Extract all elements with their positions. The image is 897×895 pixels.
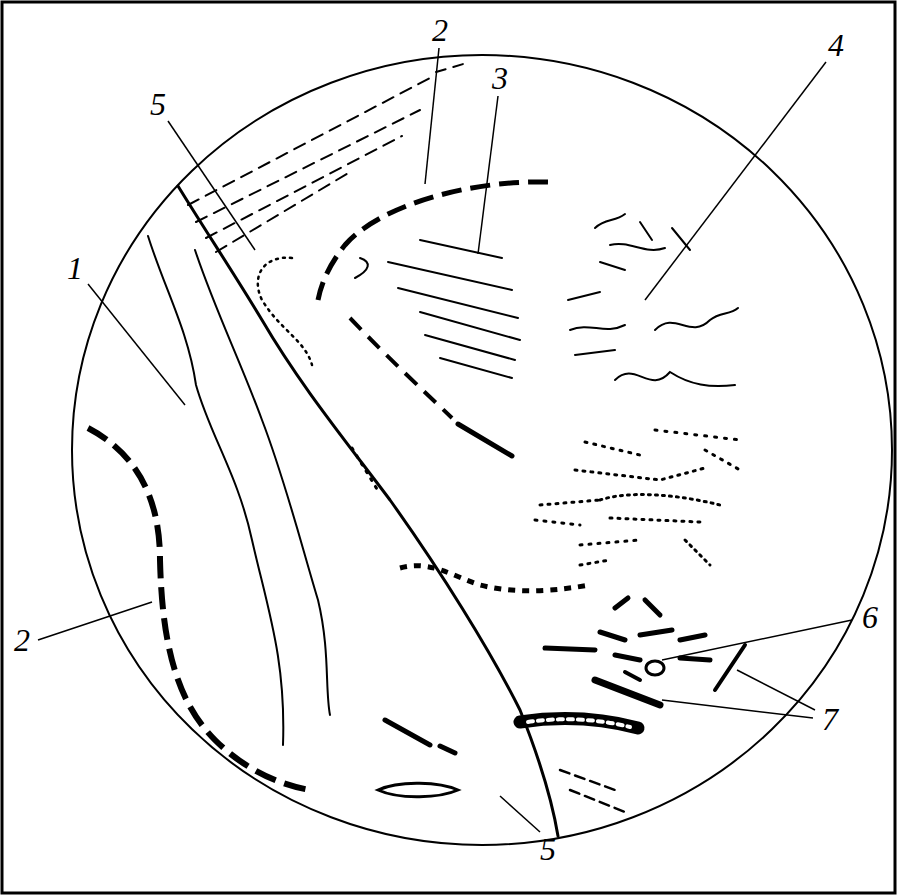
callout-number: 5 xyxy=(540,833,556,865)
callout-number: 4 xyxy=(828,29,844,61)
specimen xyxy=(88,62,745,836)
callout-number: 6 xyxy=(862,601,878,633)
callout-number: 1 xyxy=(67,252,83,284)
callout-number: 5 xyxy=(150,88,166,120)
callout-number: 7 xyxy=(822,703,838,735)
callout-number: 2 xyxy=(432,14,448,46)
callout-number: 2 xyxy=(14,624,30,656)
callout-number: 3 xyxy=(492,62,508,94)
leader-lines xyxy=(38,48,852,832)
field-circle xyxy=(72,55,892,845)
